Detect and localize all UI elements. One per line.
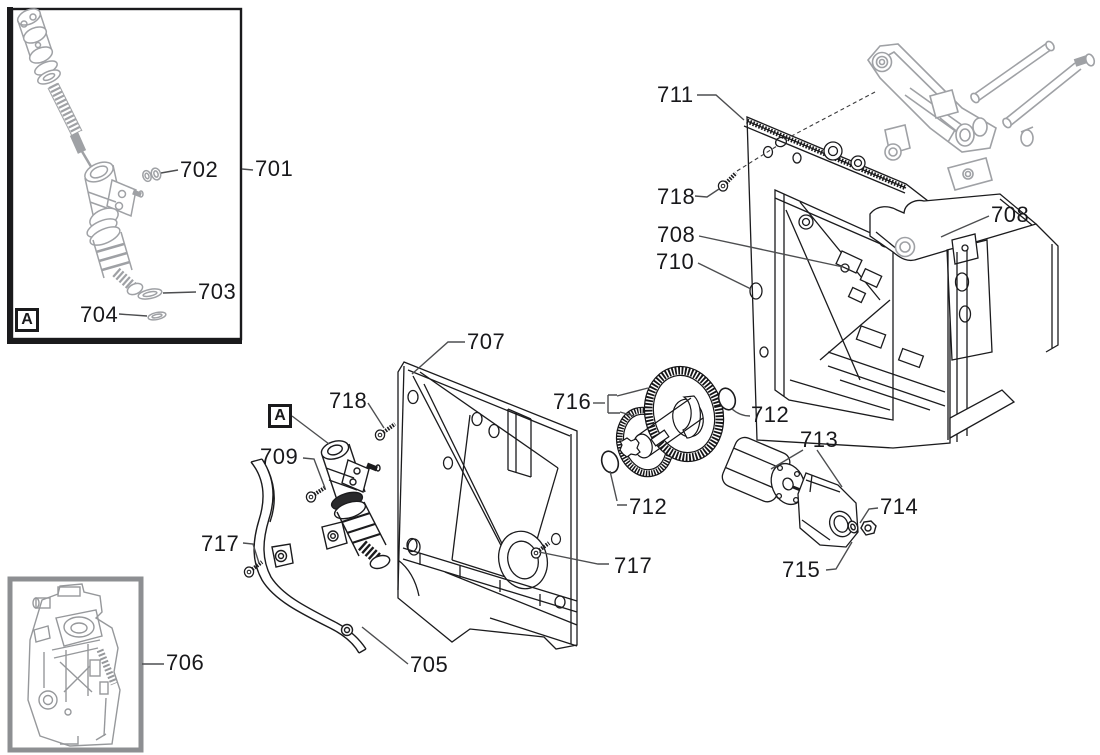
label-712-bottom: 712 <box>629 494 668 519</box>
label-713: 713 <box>800 427 839 452</box>
label-718-right: 718 <box>657 184 696 209</box>
inset-orings-702-703-704 <box>137 167 167 321</box>
label-710: 710 <box>656 249 695 274</box>
label-718-center: 718 <box>329 388 368 413</box>
label-709: 709 <box>260 444 299 469</box>
panel-711 <box>743 116 1059 449</box>
detail-marker-a-callout: A <box>268 404 292 428</box>
oring-712-bottom <box>600 450 620 474</box>
label-712-top: 712 <box>751 402 790 427</box>
washer-715 <box>847 520 859 534</box>
label-717-left: 717 <box>201 531 240 556</box>
label-715: 715 <box>782 557 821 582</box>
inset-valve-assembly <box>16 8 144 296</box>
label-704: 704 <box>80 302 119 327</box>
label-714: 714 <box>880 494 919 519</box>
frame-707 <box>397 361 578 650</box>
cover-705 <box>250 458 367 654</box>
alignment-dashed-lines <box>736 91 876 172</box>
label-707: 707 <box>467 329 506 354</box>
nut-714 <box>860 520 877 536</box>
screw-709 <box>305 485 328 503</box>
screws <box>243 171 738 578</box>
label-708-left: 708 <box>657 222 696 247</box>
gear-assembly-716 <box>615 365 725 478</box>
screw-718-right <box>717 171 738 192</box>
label-717-right: 717 <box>614 553 653 578</box>
detail-marker-a-inset: A <box>15 308 39 332</box>
label-708-right: 708 <box>991 202 1030 227</box>
valve-assembly-a <box>320 440 391 570</box>
label-711: 711 <box>657 82 694 107</box>
label-701: 701 <box>255 156 294 181</box>
screw-717-left <box>243 560 264 578</box>
detail-inset-box <box>7 7 243 344</box>
gear-motor-713 <box>721 436 859 548</box>
label-705: 705 <box>410 652 449 677</box>
oring-712-top <box>717 387 737 411</box>
label-706: 706 <box>166 650 205 675</box>
brew-unit-drawing <box>27 583 121 747</box>
label-716: 716 <box>553 389 592 414</box>
linkage-arm-and-rods <box>866 40 1096 258</box>
label-702: 702 <box>180 157 219 182</box>
leader-lines <box>118 94 990 665</box>
label-703: 703 <box>198 279 237 304</box>
screw-718-center <box>374 422 397 441</box>
